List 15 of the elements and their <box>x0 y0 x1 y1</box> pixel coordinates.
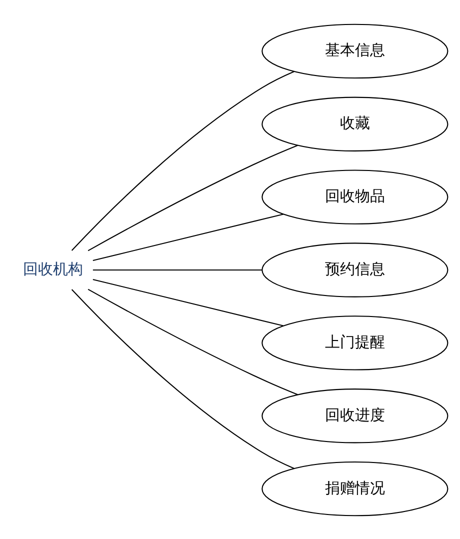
node-ellipse: 回收物品 <box>261 169 448 224</box>
node-ellipse: 预约信息 <box>261 242 448 297</box>
node-ellipse: 基本信息 <box>261 23 448 78</box>
connector <box>87 144 298 251</box>
node-ellipse: 收藏 <box>261 96 448 151</box>
node-ellipse: 上门提醒 <box>261 315 448 370</box>
connector <box>70 288 294 469</box>
node-ellipse: 回收进度 <box>261 388 448 443</box>
node-text: 回收机构 <box>22 259 82 278</box>
connector <box>92 213 283 261</box>
node-ellipse: 捐赠情况 <box>261 460 448 516</box>
connector <box>92 278 283 326</box>
connector <box>87 288 298 395</box>
connector <box>70 70 294 250</box>
connector <box>92 268 262 270</box>
